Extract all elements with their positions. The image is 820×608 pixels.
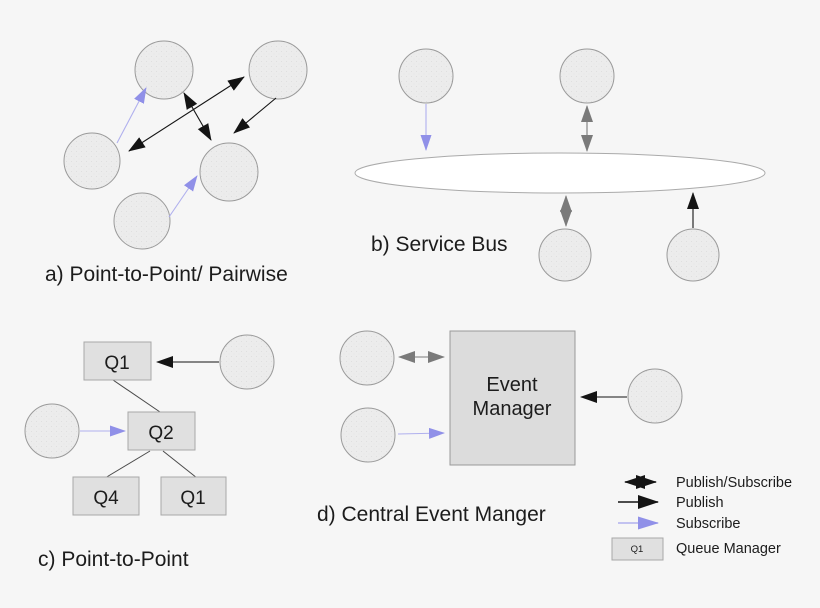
queue-box-q1-bottom-label: Q1 (180, 488, 205, 509)
service-bus-ellipse (354, 152, 766, 194)
node-circle (339, 330, 395, 386)
connector-line (104, 450, 151, 479)
legend-subscribe-label: Subscribe (676, 516, 740, 532)
section-service-bus: b) Service Bus (354, 48, 766, 282)
subscribe-arrow (397, 427, 445, 439)
publish-subscribe-arrow (128, 76, 245, 152)
queue-box-q2 (127, 411, 196, 451)
legend-queue-box-label: Q1 (631, 544, 644, 555)
node-circle (248, 40, 308, 100)
queue-box-q4-label: Q4 (93, 488, 119, 509)
node-circle (63, 132, 121, 190)
subscribe-arrow (116, 87, 147, 144)
legend-publish-subscribe-label: Publish/Subscribe (676, 475, 792, 491)
publish-arrow (233, 97, 277, 134)
node-circle (134, 40, 194, 100)
node-circle (627, 368, 683, 424)
connector-line (112, 379, 161, 413)
node-circle (113, 192, 171, 250)
publish-subscribe-arrow (183, 92, 212, 141)
queue-box-q1-bottom (160, 476, 227, 516)
section-d-label: d) Central Event Manger (317, 503, 546, 526)
subscribe-arrow (168, 175, 198, 218)
legend: Publish/Subscribe Publish Subscribe Q1 Q… (611, 475, 792, 561)
queue-box-q2-label: Q2 (148, 423, 173, 444)
event-manager-label-line2: Manager (473, 398, 552, 420)
node-circle (559, 48, 615, 104)
node-circle (538, 228, 592, 282)
node-circle (24, 403, 80, 459)
event-manager-box (449, 330, 576, 466)
section-c-label: c) Point-to-Point (38, 548, 189, 571)
section-central-event-manager: Event Manager d) Central Event Manger (317, 330, 683, 526)
legend-queue-manager-box (611, 537, 664, 561)
section-point-to-point: Q1 Q2 Q4 Q1 c) Point-to-Point (24, 334, 275, 571)
node-circle (199, 142, 259, 202)
section-a-label: a) Point-to-Point/ Pairwise (45, 263, 288, 286)
section-b-label: b) Service Bus (371, 233, 508, 256)
queue-box-q1-top (83, 341, 152, 381)
node-circle (666, 228, 720, 282)
node-circle (398, 48, 454, 104)
node-circle (219, 334, 275, 390)
connector-line (162, 450, 198, 479)
legend-publish-label: Publish (676, 495, 724, 511)
legend-queue-manager-label: Queue Manager (676, 541, 781, 557)
section-point-to-point-pairwise: a) Point-to-Point/ Pairwise (45, 40, 308, 286)
node-circle (340, 407, 396, 463)
event-manager-label-line1: Event (486, 374, 538, 396)
queue-box-q4 (72, 476, 140, 516)
queue-box-q1-top-label: Q1 (104, 353, 129, 374)
